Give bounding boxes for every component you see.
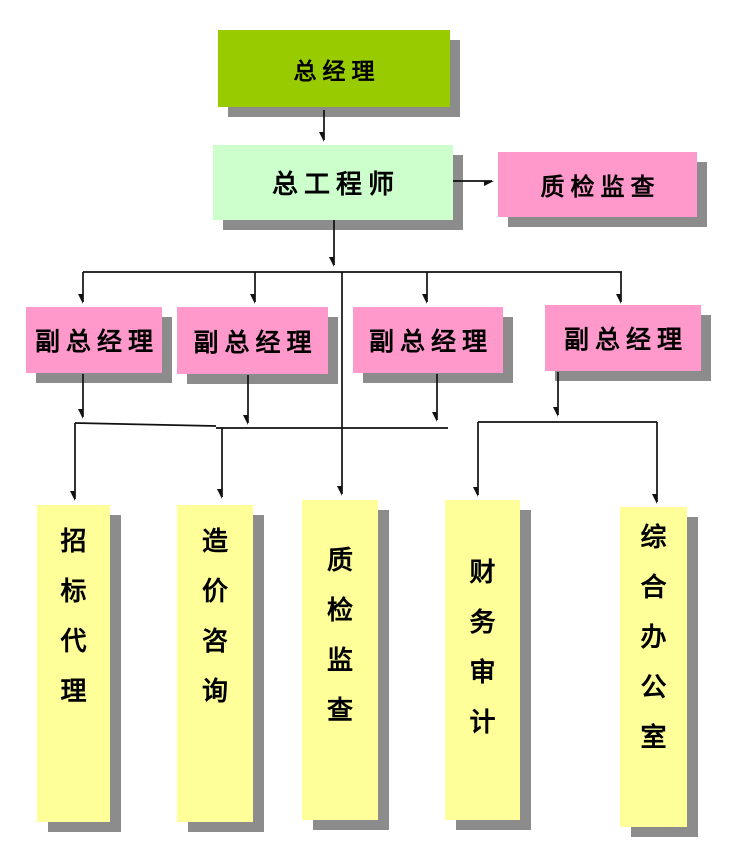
node-dept-bidding-agency-label: 招标代理: [60, 527, 87, 706]
node-chief-engineer: 总工程师: [213, 145, 453, 220]
node-chief-engineer-label: 总工程师: [271, 170, 400, 199]
node-general-manager-label: 总经理: [293, 58, 381, 84]
node-dept-general-office-label: 综合办公室: [640, 523, 667, 752]
node-deputy-manager-1-label: 副总经理: [34, 329, 159, 356]
node-dept-financial-audit-label: 财务审计: [469, 558, 496, 737]
node-deputy-manager-4: 副总经理: [545, 305, 701, 371]
node-deputy-manager-3-label: 副总经理: [368, 329, 493, 356]
node-dept-cost-consulting-label: 造价咨询: [202, 527, 229, 706]
node-dept-bidding-agency: 招标代理: [37, 505, 110, 822]
node-general-manager: 总经理: [218, 30, 450, 107]
node-deputy-manager-1: 副总经理: [26, 307, 162, 373]
node-dept-quality-supervision: 质检监查: [302, 500, 378, 820]
rail-left: [74, 422, 217, 427]
node-dept-cost-consulting: 造价咨询: [177, 505, 253, 822]
node-deputy-manager-4-label: 副总经理: [563, 327, 688, 354]
node-deputy-manager-2: 副总经理: [177, 307, 328, 374]
node-dept-quality-supervision-label: 质检监查: [327, 546, 354, 725]
node-quality-supervision-staff: 质检监查: [498, 152, 697, 217]
node-dept-general-office: 综合办公室: [620, 507, 687, 827]
node-dept-financial-audit: 财务审计: [445, 500, 520, 820]
node-deputy-manager-3: 副总经理: [353, 307, 503, 373]
node-deputy-manager-2-label: 副总经理: [193, 329, 318, 357]
node-quality-supervision-staff-label: 质检监查: [540, 175, 661, 201]
